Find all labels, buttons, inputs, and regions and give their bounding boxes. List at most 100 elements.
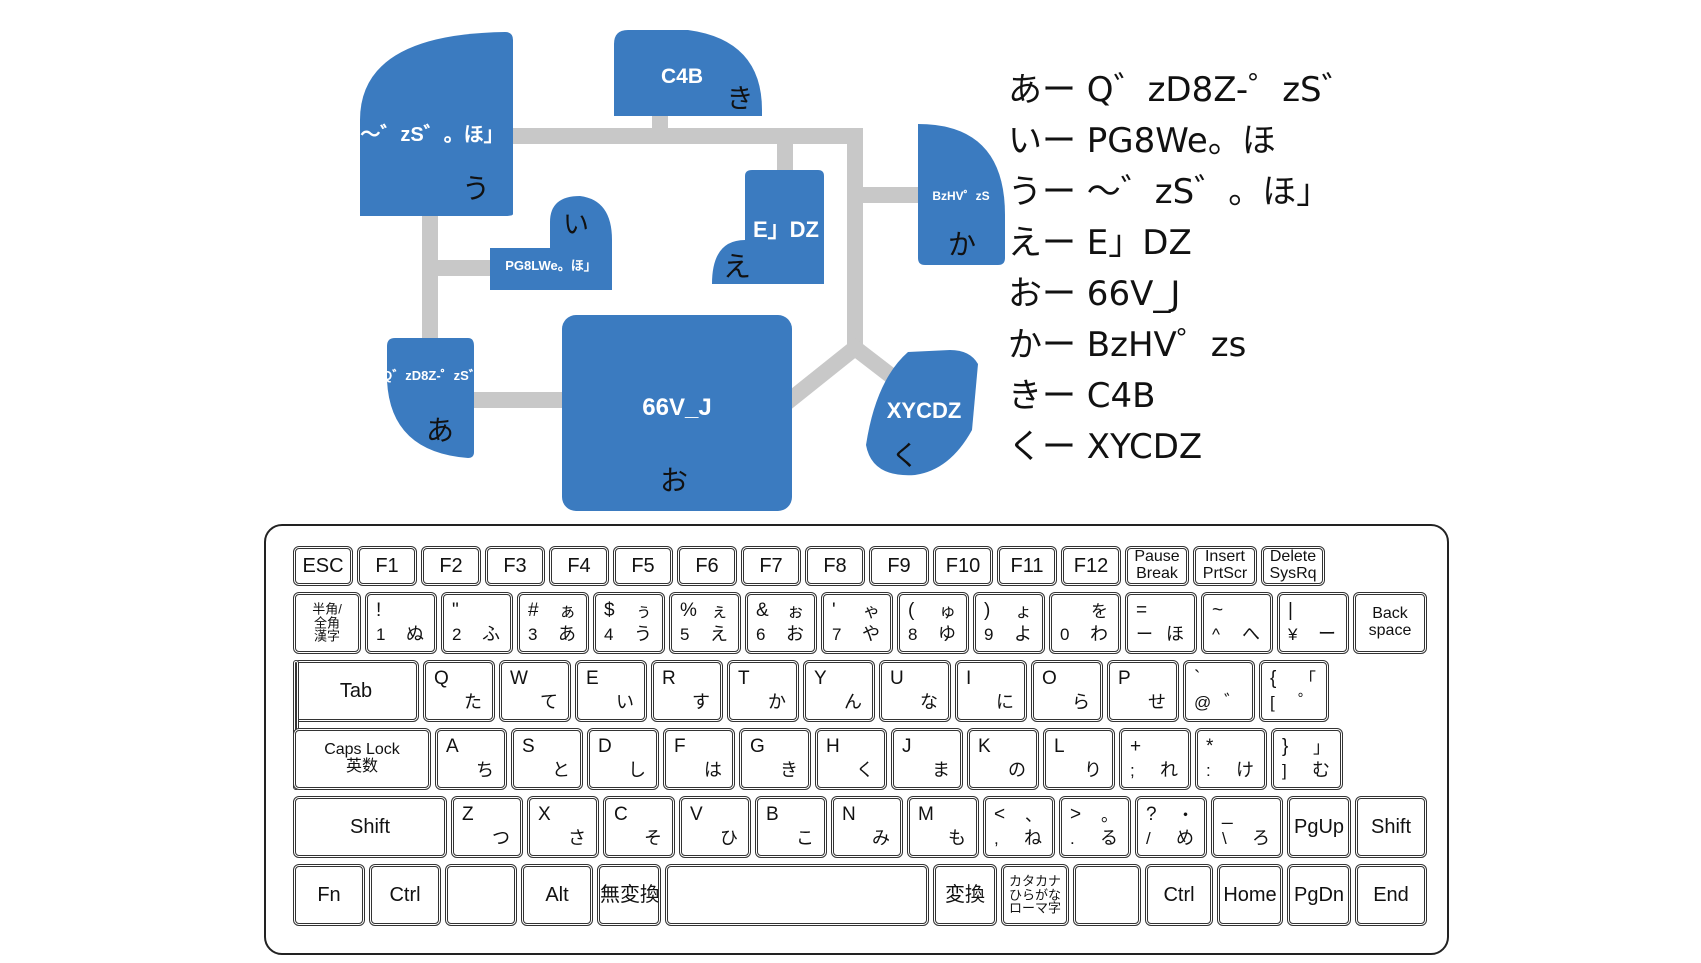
key-num-12[interactable]: ~^へ (1201, 592, 1273, 654)
key-label: 9 (984, 625, 994, 644)
key-shift-8[interactable]: <、,ね (983, 796, 1055, 858)
key-bottom-6[interactable]: 変換 (933, 864, 997, 926)
key-shift-12[interactable]: PgUp (1287, 796, 1351, 858)
key-shift-10[interactable]: ?・/め (1135, 796, 1207, 858)
key-caps-0[interactable]: Caps Lock 英数 (293, 728, 431, 790)
key-fkey-1[interactable]: F1 (357, 546, 417, 586)
key-bottom-0[interactable]: Fn (293, 864, 365, 926)
key-tab-0[interactable]: Tab (293, 660, 419, 722)
key-bottom-12[interactable]: End (1355, 864, 1427, 926)
key-bottom-10[interactable]: Home (1217, 864, 1283, 926)
key-fkey-9[interactable]: F9 (869, 546, 929, 586)
key-tab-11[interactable]: `@゛ (1183, 660, 1255, 722)
key-fkey-6[interactable]: F6 (677, 546, 737, 586)
key-bottom-1[interactable]: Ctrl (369, 864, 441, 926)
key-fkey-2[interactable]: F2 (421, 546, 481, 586)
key-caps-10[interactable]: +;れ (1119, 728, 1191, 790)
key-fkey-7[interactable]: F7 (741, 546, 801, 586)
key-fkey-0[interactable]: ESC (293, 546, 353, 586)
key-shift-0[interactable]: Shift (293, 796, 447, 858)
key-bottom-2[interactable] (445, 864, 517, 926)
key-bottom-9[interactable]: Ctrl (1145, 864, 1213, 926)
key-tab-12[interactable]: {「[゜ (1259, 660, 1329, 722)
key-label: F1 (375, 555, 399, 577)
key-label: ゛ (1224, 692, 1242, 712)
key-fkey-14[interactable]: Insert PrtScr (1193, 546, 1257, 586)
key-label: お (786, 624, 804, 644)
key-fkey-8[interactable]: F8 (805, 546, 865, 586)
key-label: 8 (908, 625, 918, 644)
key-fkey-15[interactable]: Delete SysRq (1261, 546, 1325, 586)
key-label: F6 (695, 555, 719, 577)
key-label: 無変換 (600, 884, 660, 906)
key-bottom-4[interactable]: 無変換 (597, 864, 661, 926)
key-label: Back space (1368, 605, 1412, 639)
key-bottom-7[interactable]: カタカナ ひらがな ローマ字 (1001, 864, 1069, 926)
key-fkey-10[interactable]: F10 (933, 546, 993, 586)
key-fkey-11[interactable]: F11 (997, 546, 1057, 586)
key-caps-11[interactable]: *:け (1195, 728, 1267, 790)
key-num-14[interactable]: Back space (1353, 592, 1427, 654)
key-fkey-12[interactable]: F12 (1061, 546, 1121, 586)
region-ku-label: XYCDZ (887, 398, 962, 423)
connector-lines (422, 116, 933, 412)
key-caps-12[interactable]: }」]む (1271, 728, 1343, 790)
key-fkey-13[interactable]: Pause Break (1125, 546, 1189, 586)
key-label: ぇ (711, 602, 728, 621)
key-bottom-3[interactable]: Alt (521, 864, 593, 926)
key-num-13[interactable]: |¥ー (1277, 592, 1349, 654)
key-bottom-11[interactable]: PgDn (1287, 864, 1351, 926)
key-label: & (756, 600, 769, 621)
key-label: て (540, 692, 558, 712)
key-shift-13[interactable]: Shift (1355, 796, 1427, 858)
key-fkey-5[interactable]: F5 (613, 546, 673, 586)
key-label: 、 (1025, 806, 1042, 825)
key-bottom-5[interactable] (665, 864, 929, 926)
key-num-11[interactable]: =ーほ (1125, 592, 1197, 654)
key-shift-11[interactable]: _\ろ (1211, 796, 1283, 858)
key-bottom-8[interactable] (1073, 864, 1141, 926)
key-fkey-4[interactable]: F4 (549, 546, 609, 586)
region-ka-label: BzHV゜zS (932, 189, 989, 203)
key-num-0[interactable]: 半角/ 全角 漢字 (293, 592, 361, 654)
key-shift-9[interactable]: >。.る (1059, 796, 1131, 858)
region-o-kana: お (660, 464, 688, 497)
key-fkey-3[interactable]: F3 (485, 546, 545, 586)
